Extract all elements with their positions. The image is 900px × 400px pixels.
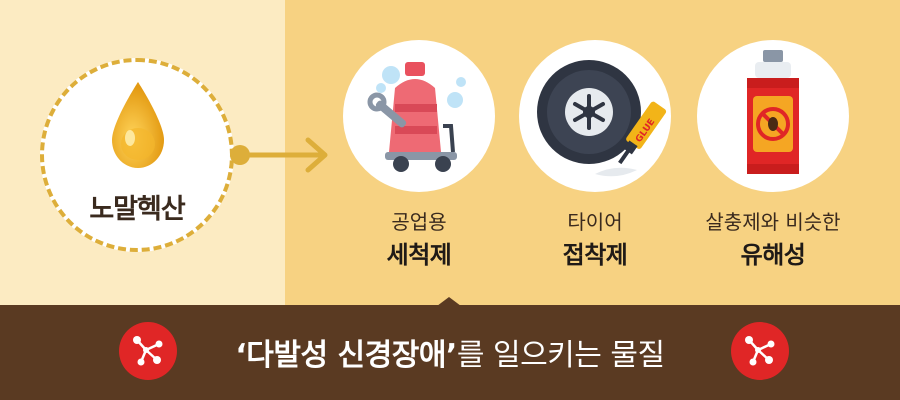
molecule-icon-left bbox=[119, 322, 177, 380]
banner-notch bbox=[437, 297, 461, 306]
item-glue-line2: 접착제 bbox=[562, 241, 628, 269]
banner-rest: 를 일으키는 물질 bbox=[456, 338, 665, 373]
oil-drop-icon bbox=[112, 82, 164, 168]
insecticide-spray-icon bbox=[747, 50, 799, 174]
banner-highlight: ‘다발성 신경장애’ bbox=[235, 338, 457, 373]
tire-glue-icon: GLUE bbox=[537, 60, 667, 177]
item-glue-line1: 타이어 bbox=[567, 210, 623, 234]
item-insecticide-line1: 살충제와 비슷한 bbox=[705, 210, 841, 234]
banner-text: ‘다발성 신경장애’를 일으키는 물질 bbox=[0, 330, 900, 374]
arrow-right-icon bbox=[230, 137, 328, 173]
item-insecticide-line2: 유해성 bbox=[740, 241, 806, 269]
molecule-icon-right bbox=[731, 322, 789, 380]
item-cleaner-line2: 세척제 bbox=[386, 241, 452, 269]
cleaning-tank-icon bbox=[367, 62, 466, 172]
source-circle bbox=[40, 58, 234, 252]
source-label: 노말헥산 bbox=[89, 194, 185, 225]
item-cleaner-line1: 공업용 bbox=[391, 210, 447, 234]
